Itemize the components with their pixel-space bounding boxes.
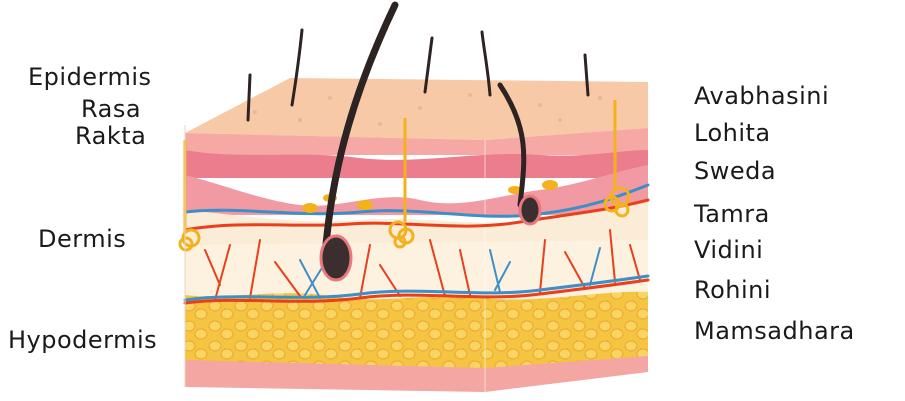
label-dermis: Dermis [38,227,126,251]
label-sweda: Sweda [694,159,776,183]
skin-front-layers [185,125,648,398]
skin-top-surface [185,78,648,140]
hypodermis-fat [185,292,648,372]
label-avabhasini: Avabhasini [694,84,829,108]
label-mamsadhara: Mamsadhara [694,319,855,343]
label-rohini: Rohini [694,278,771,302]
label-rasa: Rasa [81,97,141,121]
label-tamra: Tamra [694,202,770,226]
label-rakta: Rakta [75,124,146,148]
label-epidermis: Epidermis [28,65,152,89]
label-vidini: Vidini [694,238,763,262]
label-hypodermis: Hypodermis [8,328,157,352]
label-lohita: Lohita [694,121,771,145]
